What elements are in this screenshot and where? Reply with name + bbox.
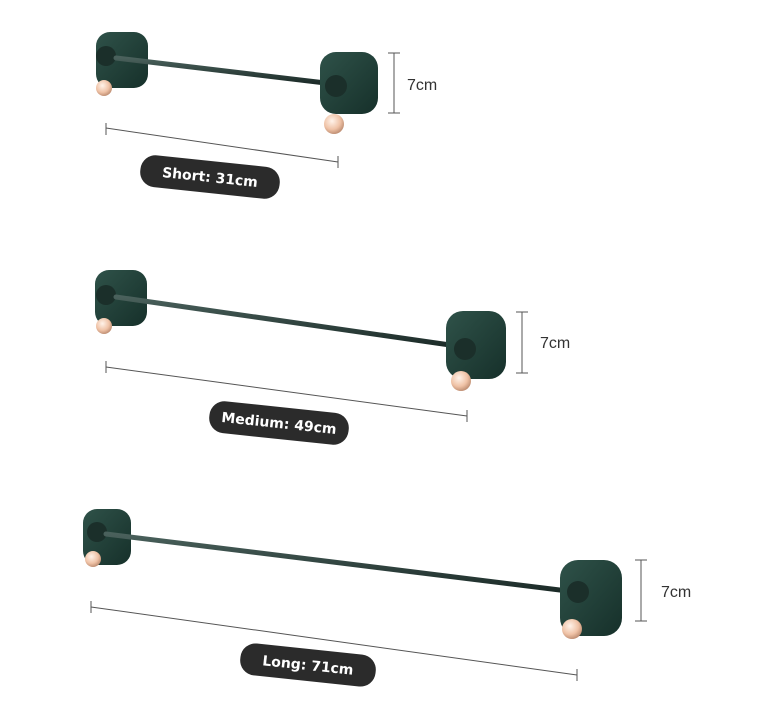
rod [113, 294, 467, 350]
long-towel-bar: 7cm Long: 71cm [83, 509, 691, 687]
left-end-cap [96, 285, 116, 305]
short-towel-bar: 7cm Short: 31cm [96, 32, 437, 199]
height-label: 7cm [407, 77, 437, 94]
right-wall-mount [560, 560, 622, 636]
size-badge: Long: 71cm [240, 643, 376, 687]
right-wall-mount [320, 52, 378, 114]
right-end-cap [325, 75, 347, 97]
left-end-cap [96, 46, 116, 66]
right-hook [451, 371, 471, 391]
height-label: 7cm [661, 584, 691, 601]
left-hook [96, 80, 112, 96]
length-dimension [105, 361, 468, 422]
right-end-cap [454, 338, 476, 360]
left-hook [85, 551, 101, 567]
height-dimension: 7cm [516, 311, 570, 374]
size-badge: Medium: 49cm [209, 401, 349, 445]
right-hook [562, 619, 582, 639]
left-hook [96, 318, 112, 334]
height-dimension: 7cm [635, 559, 691, 622]
left-end-cap [87, 522, 107, 542]
medium-towel-bar: 7cm Medium: 49cm [95, 270, 570, 445]
right-hook [324, 114, 344, 134]
right-wall-mount [446, 311, 506, 379]
rod [103, 531, 579, 595]
height-dimension: 7cm [388, 52, 437, 114]
height-label: 7cm [540, 335, 570, 352]
length-dimension [105, 123, 339, 168]
right-end-cap [567, 581, 589, 603]
length-dimension [90, 601, 578, 681]
size-badge: Short: 31cm [140, 155, 280, 199]
rod [113, 55, 337, 87]
